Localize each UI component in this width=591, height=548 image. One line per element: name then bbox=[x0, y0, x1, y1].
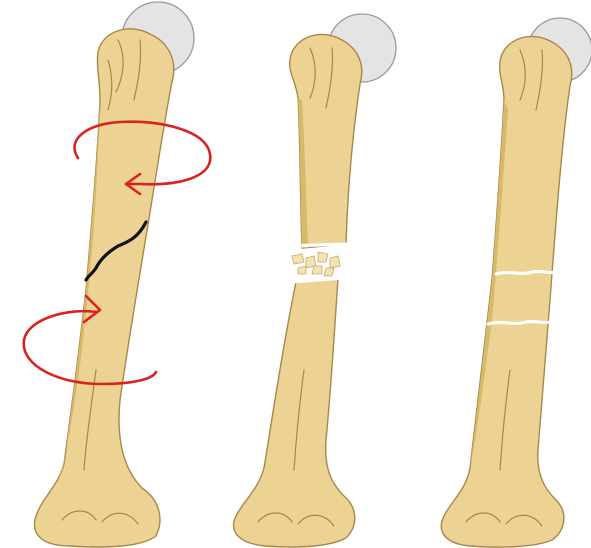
fragment-4 bbox=[330, 256, 340, 268]
segmental-fracture-bone bbox=[441, 18, 591, 547]
fracture-line-lower-3 bbox=[488, 321, 550, 324]
fragment-3 bbox=[318, 252, 328, 262]
fragment-5 bbox=[298, 266, 306, 274]
fragment-7 bbox=[324, 268, 334, 276]
fracture-gap-top-2 bbox=[286, 244, 350, 246]
bone-shaft-1 bbox=[34, 29, 173, 547]
fragment-6 bbox=[312, 266, 322, 274]
bone-fragments bbox=[292, 252, 340, 276]
bone-lower-piece-2 bbox=[234, 278, 355, 547]
fracture-line-upper-3 bbox=[496, 271, 556, 274]
comminuted-fracture-bone bbox=[234, 14, 396, 547]
fragment-1 bbox=[292, 254, 304, 264]
spiral-fracture-bone bbox=[24, 2, 211, 547]
